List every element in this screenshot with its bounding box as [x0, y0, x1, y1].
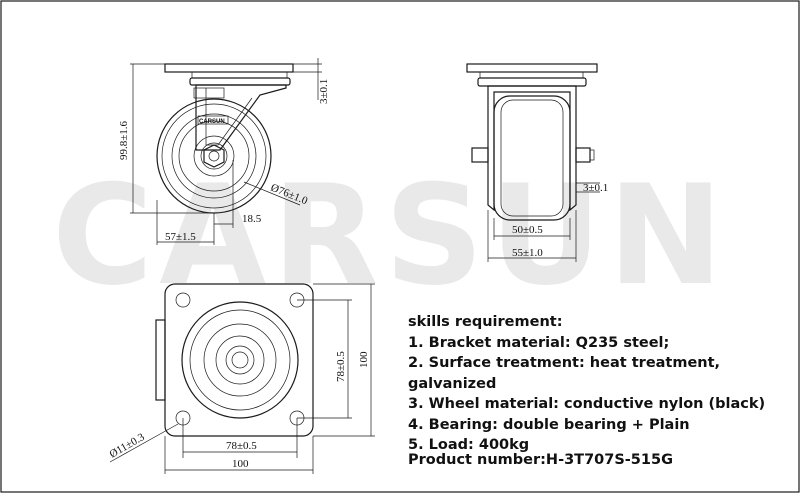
front-view: 3±0.1 50±0.5 55±1.0 — [466, 63, 608, 262]
front-fork — [487, 85, 577, 212]
mount-hole-tl — [175, 292, 191, 308]
side-width-dim: 57±1.5 — [165, 231, 196, 243]
side-bracket — [195, 84, 287, 151]
side-height-dim: 99.8±1.6 — [118, 120, 130, 160]
hole-spacing-horizontal-dim: 78±0.5 — [226, 440, 257, 452]
swivel-race — [181, 301, 299, 419]
front-wheel — [493, 95, 571, 221]
plate-thickness-dim: 3±0.1 — [318, 79, 330, 104]
hole-diameter-dim: Ø11±0.3 — [108, 431, 148, 461]
offset-dim: 18.5 — [242, 213, 262, 225]
side-top-plate — [164, 63, 294, 73]
requirement-item: 5. Load: 400kg — [408, 437, 530, 453]
axle-dim: 3±0.1 — [583, 182, 608, 194]
requirement-item: 1. Bracket material: Q235 steel; — [408, 334, 670, 351]
bracket-brand-label: CARSUN — [199, 119, 225, 125]
watermark: CARSUN — [52, 155, 729, 316]
hole-spacing-vertical-dim: 78±0.5 — [335, 351, 347, 382]
axle-nut — [203, 144, 225, 168]
requirement-item: 2. Surface treatment: heat treatment, ga… — [408, 355, 721, 392]
plate-height-dim: 100 — [358, 351, 370, 368]
front-top-plate — [466, 63, 598, 73]
overall-width-dim: 55±1.0 — [512, 247, 543, 259]
requirements-block: skills requirement: 1. Bracket material:… — [408, 312, 798, 456]
product-number: Product number:H-3T707S-515G — [408, 452, 673, 468]
requirement-item: 3. Wheel material: conductive nylon (bla… — [408, 396, 766, 412]
plate-width-dim: 100 — [232, 458, 249, 470]
requirement-item: 4. Bearing: double bearing + Plain — [408, 416, 690, 433]
wheel-width-dim: 50±0.5 — [512, 224, 543, 236]
requirements-title: skills requirement: — [408, 314, 563, 330]
side-view: CARSUN 99.8±1.6 3±0.1 Ø76±1.0 18.5 57±1.… — [118, 58, 330, 245]
